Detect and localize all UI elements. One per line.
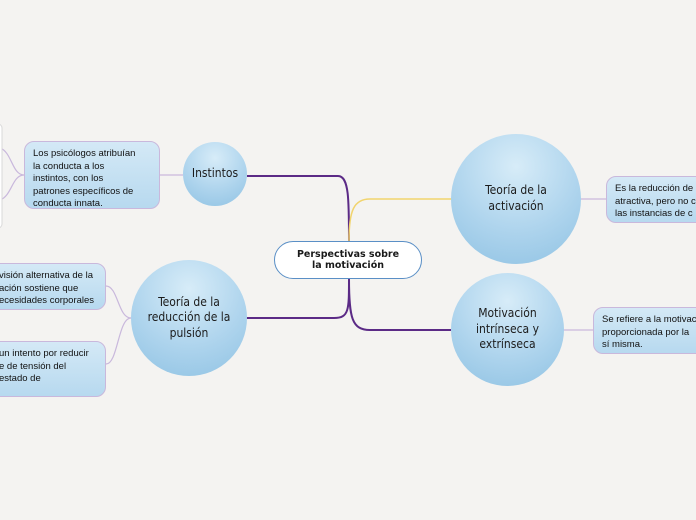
topic-pulsion-line-2: reducción de la [147,310,231,325]
note-line: patrones específicos de [33,185,134,197]
topic-motivacion-line-2: intrínseca y [476,321,539,336]
note-line: la conducta a los [33,160,105,172]
topic-activacion[interactable]: Teoría de la activación [451,134,581,264]
topic-pulsion-line-3: pulsión [169,325,209,340]
branch-activacion [348,198,452,242]
branch-motivacion [348,278,451,331]
branch-pulsion [246,278,350,319]
note-activacion[interactable]: Es la reducción de atractiva, pero no c … [606,176,696,223]
note-line: estado de [0,373,41,385]
note-line: visión alternativa de la [0,270,93,281]
note-line: un intento por reducir [0,348,89,359]
note-instintos[interactable]: Los psicólogos atribuían la conducta a l… [24,141,160,209]
connector-instintos-left [0,147,25,201]
note-line: Se refiere a la motivac [602,314,696,325]
note-line: Es la reducción de [615,183,694,194]
topic-activacion-line-2: activación [488,199,544,213]
connector-pulsion-note-1 [105,285,132,319]
note-line: ación sostiene que [0,282,79,294]
offscreen-node-edge [0,123,3,229]
topic-instintos[interactable]: Instintos [183,142,247,206]
central-topic[interactable]: Perspectivas sobre la motivación [274,241,422,279]
topic-pulsion[interactable]: Teoría de la reducción de la pulsión [131,260,247,376]
branch-instintos [247,175,350,242]
connector-pulsion-note-2 [105,317,132,365]
note-motivacion[interactable]: Se refiere a la motivac proporcionada po… [593,307,696,354]
note-line: Los psicólogos atribuían [33,148,136,159]
topic-motivacion-line-1: Motivación [478,306,537,321]
topic-activacion-line-1: Teoría de la [485,183,547,198]
note-line: instintos, con los [33,173,104,185]
note-line: proporcionada por la [602,326,690,338]
note-line: e de tensión del [0,360,67,372]
central-topic-line-1: Perspectivas sobre [296,248,400,260]
note-line: atractiva, pero no c [615,195,696,207]
note-pulsion-2[interactable]: un intento por reducir e de tensión del … [0,341,106,397]
note-line: ecesidades corporales [0,295,95,307]
topic-instintos-label: Instintos [191,166,239,181]
note-line: las instancias de c [615,208,693,220]
topic-pulsion-line-1: Teoría de la [158,294,220,309]
note-pulsion-1[interactable]: visión alternativa de la ación sostiene … [0,263,106,310]
topic-motivacion-line-3: extrínseca [479,337,536,352]
note-line: sí misma. [602,339,643,351]
note-line: conducta innata. [33,198,103,209]
central-topic-line-2: la motivación [312,260,384,271]
topic-motivacion[interactable]: Motivación intrínseca y extrínseca [451,273,564,386]
